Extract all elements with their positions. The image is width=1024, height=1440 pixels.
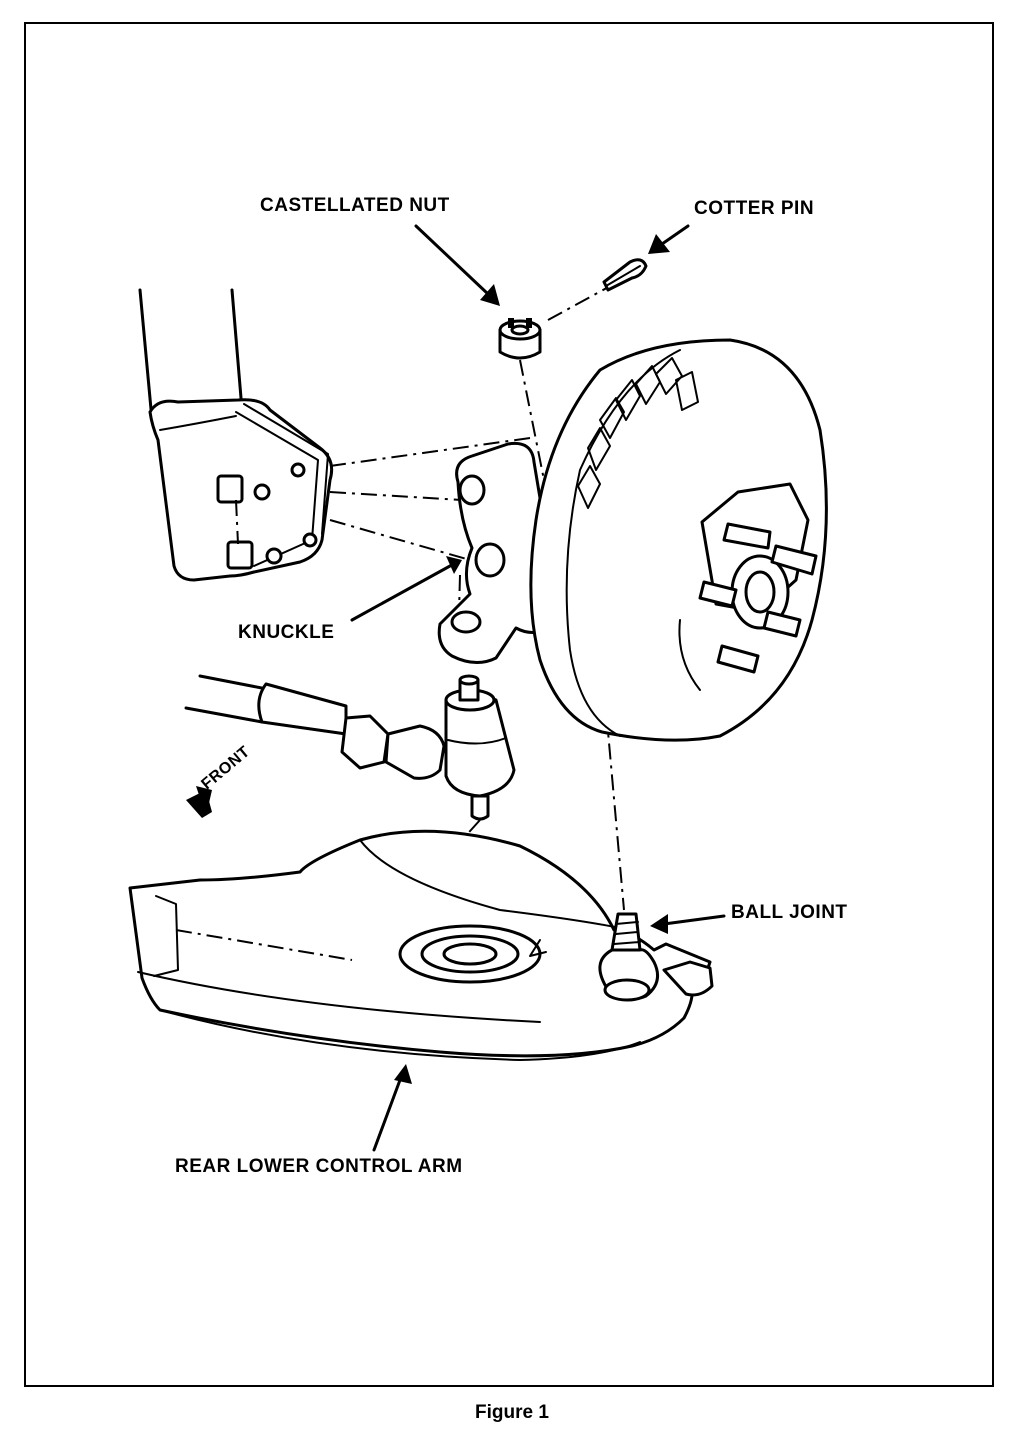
drum-fins <box>577 357 699 509</box>
castellated-nut-label: CASTELLATED NUT <box>260 195 450 216</box>
knuckle-label: KNUCKLE <box>238 622 335 643</box>
leader-arrows <box>350 224 726 1152</box>
castellated-nut <box>498 318 542 360</box>
figure-border <box>24 22 994 1387</box>
tie-rod-end <box>444 674 516 821</box>
lower-control-arm <box>128 829 712 1061</box>
wheel-studs <box>698 522 818 674</box>
front-arrow-icon <box>186 786 212 818</box>
ball-joint <box>598 912 714 1002</box>
ball-joint-label: BALL JOINT <box>731 902 848 923</box>
cotter-pin <box>602 258 648 292</box>
strut-assembly <box>138 288 334 582</box>
cotter-pin-label: COTTER PIN <box>694 198 815 219</box>
tie-rod <box>184 674 446 780</box>
figure-caption: Figure 1 <box>475 1402 549 1423</box>
brake-drum <box>529 338 828 742</box>
rear-lower-control-arm-label: REAR LOWER CONTROL ARM <box>175 1156 463 1177</box>
